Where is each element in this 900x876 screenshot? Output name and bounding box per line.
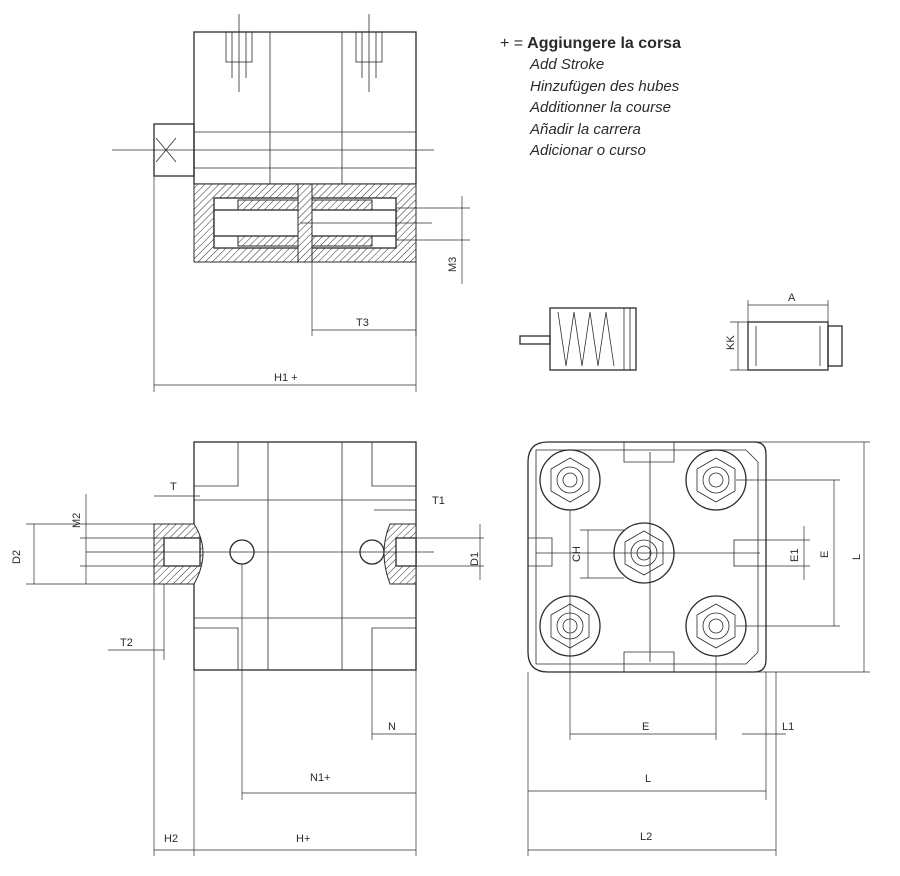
legend-main: + =Aggiungere la corsa	[500, 35, 681, 52]
label-L1: L1	[782, 721, 794, 733]
label-T: T	[170, 481, 177, 493]
rod-center	[613, 522, 675, 584]
label-M3: M3	[447, 257, 459, 272]
label-E-horizontal: E	[642, 721, 649, 733]
label-T2: T2	[120, 637, 133, 649]
label-L2: L2	[640, 831, 652, 843]
bolt-top-left	[539, 449, 601, 511]
label-H1: H1 +	[274, 372, 298, 384]
label-H: H+	[296, 833, 310, 845]
label-A: A	[788, 292, 796, 304]
label-KK: KK	[725, 335, 737, 350]
label-N1: N1+	[310, 772, 331, 784]
label-D2: D2	[11, 550, 23, 564]
label-L-horizontal: L	[645, 773, 651, 785]
legend-translation-de: Hinzufügen des hubes	[530, 77, 680, 95]
label-M2: M2	[71, 513, 83, 528]
side-section-view	[112, 14, 470, 392]
front-view	[26, 441, 484, 856]
label-T3: T3	[356, 317, 369, 329]
stroke-legend: + =Aggiungere la corsa Add Stroke Hinzuf…	[500, 34, 681, 162]
legend-translation-fr: Additionner la course	[530, 99, 671, 116]
label-L-vertical: L	[851, 554, 863, 560]
end-view	[527, 441, 870, 856]
spring-detail	[519, 307, 637, 371]
legend-translation-es: Añadir la carrera	[530, 120, 641, 138]
label-E-vertical: E	[819, 551, 831, 558]
label-H2: H2	[164, 833, 178, 845]
label-CH: CH	[571, 546, 583, 562]
legend-translation-pt: Adicionar o curso	[530, 142, 646, 159]
label-N: N	[388, 721, 396, 733]
label-D1: D1	[469, 552, 481, 566]
label-E1: E1	[789, 549, 801, 562]
label-T1: T1	[432, 495, 445, 507]
legend-translation-en: Add Stroke	[530, 56, 605, 73]
rod-end-detail	[730, 300, 843, 371]
